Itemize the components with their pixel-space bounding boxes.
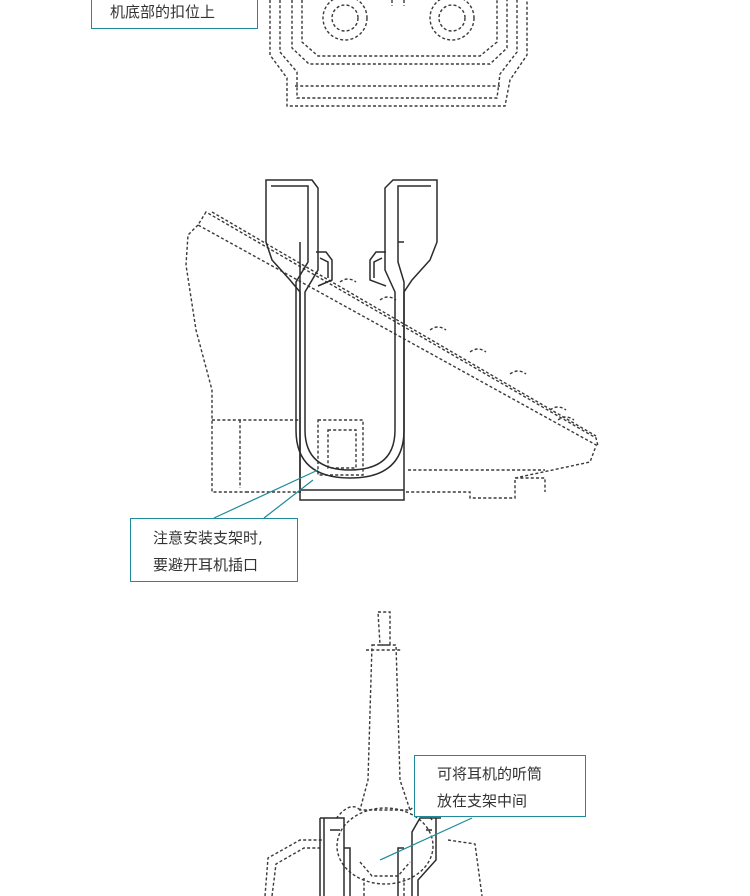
callout-avoid-headset-jack: 注意安装支架时, 要避开耳机插口 xyxy=(130,518,298,582)
leader-line-headset-jack xyxy=(213,469,319,519)
callout-avoid-headset-jack-line-1: 注意安装支架时, xyxy=(153,529,263,547)
callout-avoid-headset-jack-line-2: 要避开耳机插口 xyxy=(153,556,259,574)
callout-base-clip-line-1: 机底部的扣位上 xyxy=(110,3,216,21)
leader-line-handset xyxy=(379,817,473,861)
handset-in-bracket-view xyxy=(264,611,483,896)
callout-base-clip: 机底部的扣位上 xyxy=(91,0,258,29)
leader-line-headset-jack-2 xyxy=(263,479,314,519)
u-shaped-bracket xyxy=(265,179,438,501)
phone-base-bottom-view xyxy=(269,0,528,107)
callout-handset-placement-line-2: 放在支架中间 xyxy=(437,792,528,810)
bracket-front-view xyxy=(319,817,441,896)
callout-handset-placement: 可将耳机的听筒 放在支架中间 xyxy=(414,755,586,817)
callout-handset-placement-line-1: 可将耳机的听筒 xyxy=(437,765,543,783)
phone-side-view-outline xyxy=(185,211,600,499)
